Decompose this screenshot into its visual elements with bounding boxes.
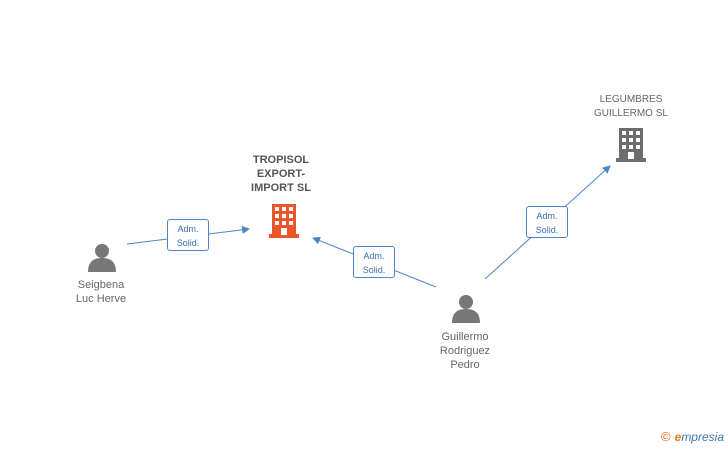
brand-initial: e [674,430,682,444]
edge-label-adm-solid: Adm. Solid. [167,219,209,251]
person-icon[interactable] [88,244,116,272]
copyright-icon: © [661,429,671,444]
edge-label-adm-solid: Adm. Solid. [353,246,395,278]
brand-name: mpresia [681,430,724,444]
company-name-legumbres[interactable]: LEGUMBRES GUILLERMO SL [594,94,668,119]
building-icon[interactable] [616,128,646,162]
person-name-seigbena[interactable]: Seigbena Luc Herve [75,279,127,305]
building-icon[interactable] [269,204,299,238]
person-icon[interactable] [452,295,480,323]
brand-watermark: ©empresia [661,429,724,444]
company-name-tropisol[interactable]: TROPISOL EXPORT- IMPORT SL [251,154,311,194]
edge-label-adm-solid: Adm. Solid. [526,206,568,238]
person-name-guillermo[interactable]: Guillermo Rodriguez Pedro [439,331,491,371]
